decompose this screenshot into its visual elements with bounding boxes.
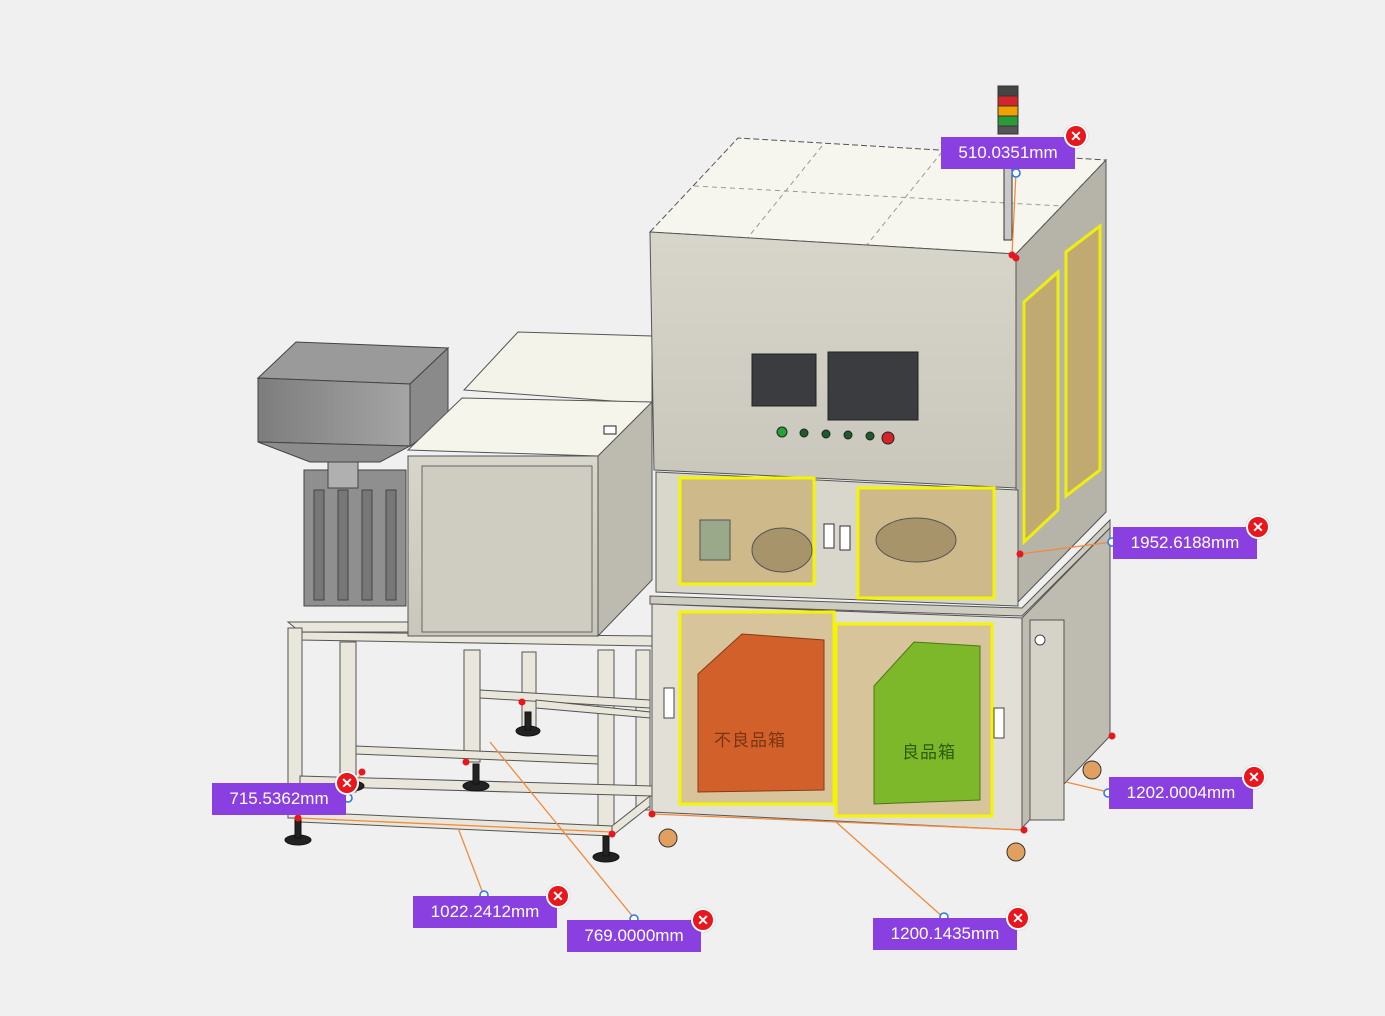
close-x-icon[interactable]: ✕ [546, 884, 570, 908]
dimension-lines [297, 171, 1113, 919]
measurement-label-510[interactable]: 510.0351mm [941, 137, 1075, 169]
measurement-label-715[interactable]: 715.5362mm [212, 783, 346, 815]
reject-bin-label: 不良品箱 [714, 731, 786, 751]
anchor-point-icon [1011, 168, 1021, 178]
stack-light [997, 85, 1019, 241]
close-x-icon[interactable]: ✕ [335, 771, 359, 795]
main-machine [648, 137, 1111, 862]
measurement-label-1952[interactable]: 1952.6188mm [1113, 527, 1257, 559]
measurement-label-1202[interactable]: 1202.0004mm [1109, 777, 1253, 809]
close-x-icon[interactable]: ✕ [1246, 515, 1270, 539]
good-bin-label: 良品箱 [902, 743, 956, 763]
close-x-icon[interactable]: ✕ [1064, 124, 1088, 148]
close-x-icon[interactable]: ✕ [691, 908, 715, 932]
measurement-label-769[interactable]: 769.0000mm [567, 920, 701, 952]
hopper [256, 341, 450, 607]
measurement-label-1200[interactable]: 1200.1435mm [873, 918, 1017, 950]
middle-cabinet [406, 331, 653, 638]
close-x-icon[interactable]: ✕ [1006, 906, 1030, 930]
measurement-label-1022[interactable]: 1022.2412mm [413, 896, 557, 928]
close-x-icon[interactable]: ✕ [1242, 765, 1266, 789]
measure-endpoints [294, 251, 1116, 838]
leveling-feet [284, 711, 620, 863]
